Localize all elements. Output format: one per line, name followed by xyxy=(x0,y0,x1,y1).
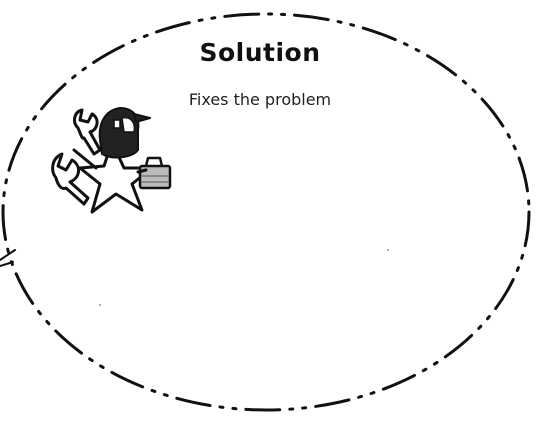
repair-worker-star-icon xyxy=(53,108,170,212)
speck xyxy=(99,304,101,306)
toolbox-icon xyxy=(140,158,170,188)
bubble-title: Solution xyxy=(160,38,360,67)
bubble-subtitle: Fixes the problem xyxy=(130,90,390,109)
wrench-icon xyxy=(53,110,100,204)
speck xyxy=(387,249,389,251)
bubble-outline xyxy=(3,14,529,410)
